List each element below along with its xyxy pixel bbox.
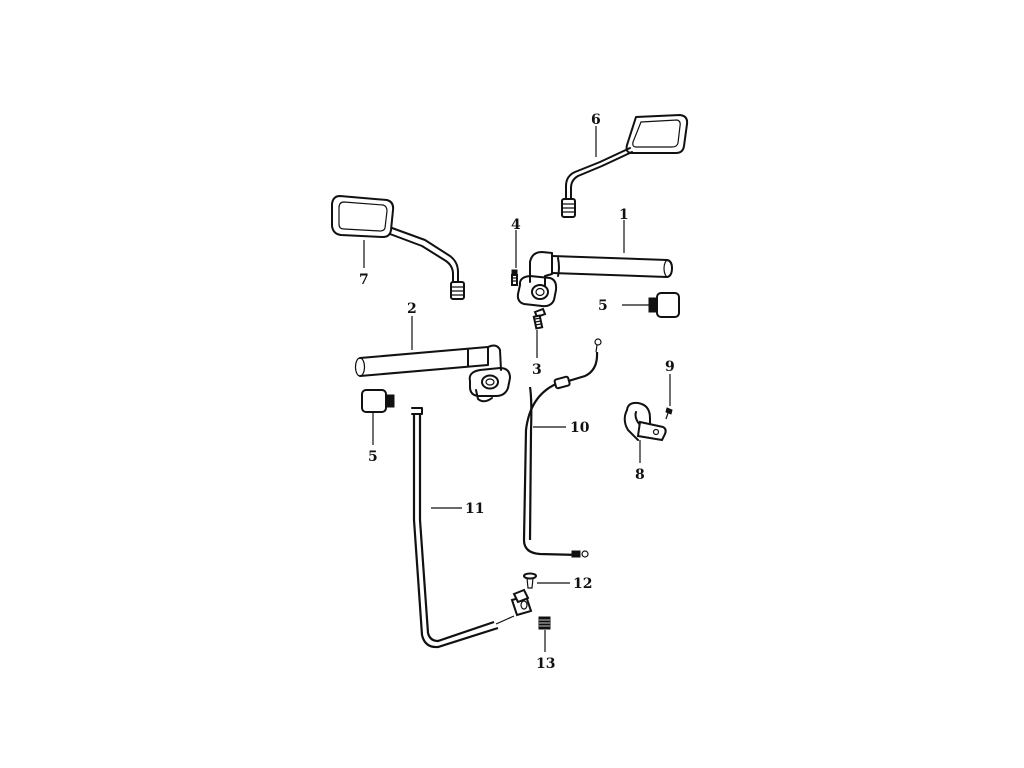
right-mirror <box>561 114 689 218</box>
callout-13: 13 <box>536 656 555 672</box>
callout-2: 2 <box>407 301 417 317</box>
bolt-4 <box>511 269 518 286</box>
callout-11: 11 <box>465 501 484 517</box>
leader-lines <box>363 126 671 652</box>
bar-end-weight-right <box>648 292 680 318</box>
right-handlebar <box>516 251 673 308</box>
callout-5-right: 5 <box>598 298 608 314</box>
bolt-3 <box>532 307 547 330</box>
screw-9 <box>665 407 673 420</box>
callout-6: 6 <box>591 112 601 128</box>
callout-8: 8 <box>635 467 645 483</box>
cable-clip <box>623 401 667 442</box>
choke-lever <box>510 588 533 617</box>
callout-3: 3 <box>532 362 542 378</box>
callout-1: 1 <box>619 207 629 223</box>
callout-5-left: 5 <box>368 449 378 465</box>
left-mirror <box>331 195 465 300</box>
callout-9: 9 <box>665 359 675 375</box>
bar-end-weight-left <box>361 389 395 413</box>
callout-numbers: 1 2 3 4 5 5 6 7 8 9 10 11 12 13 <box>359 112 675 672</box>
screw-12 <box>523 572 537 589</box>
callout-7: 7 <box>359 272 369 288</box>
left-handlebar <box>354 344 511 403</box>
callout-4: 4 <box>511 217 521 233</box>
spring-13 <box>538 616 551 630</box>
callout-10: 10 <box>570 420 590 436</box>
choke-cable <box>411 407 515 649</box>
callout-12: 12 <box>573 576 592 592</box>
throttle-cable <box>522 338 602 558</box>
